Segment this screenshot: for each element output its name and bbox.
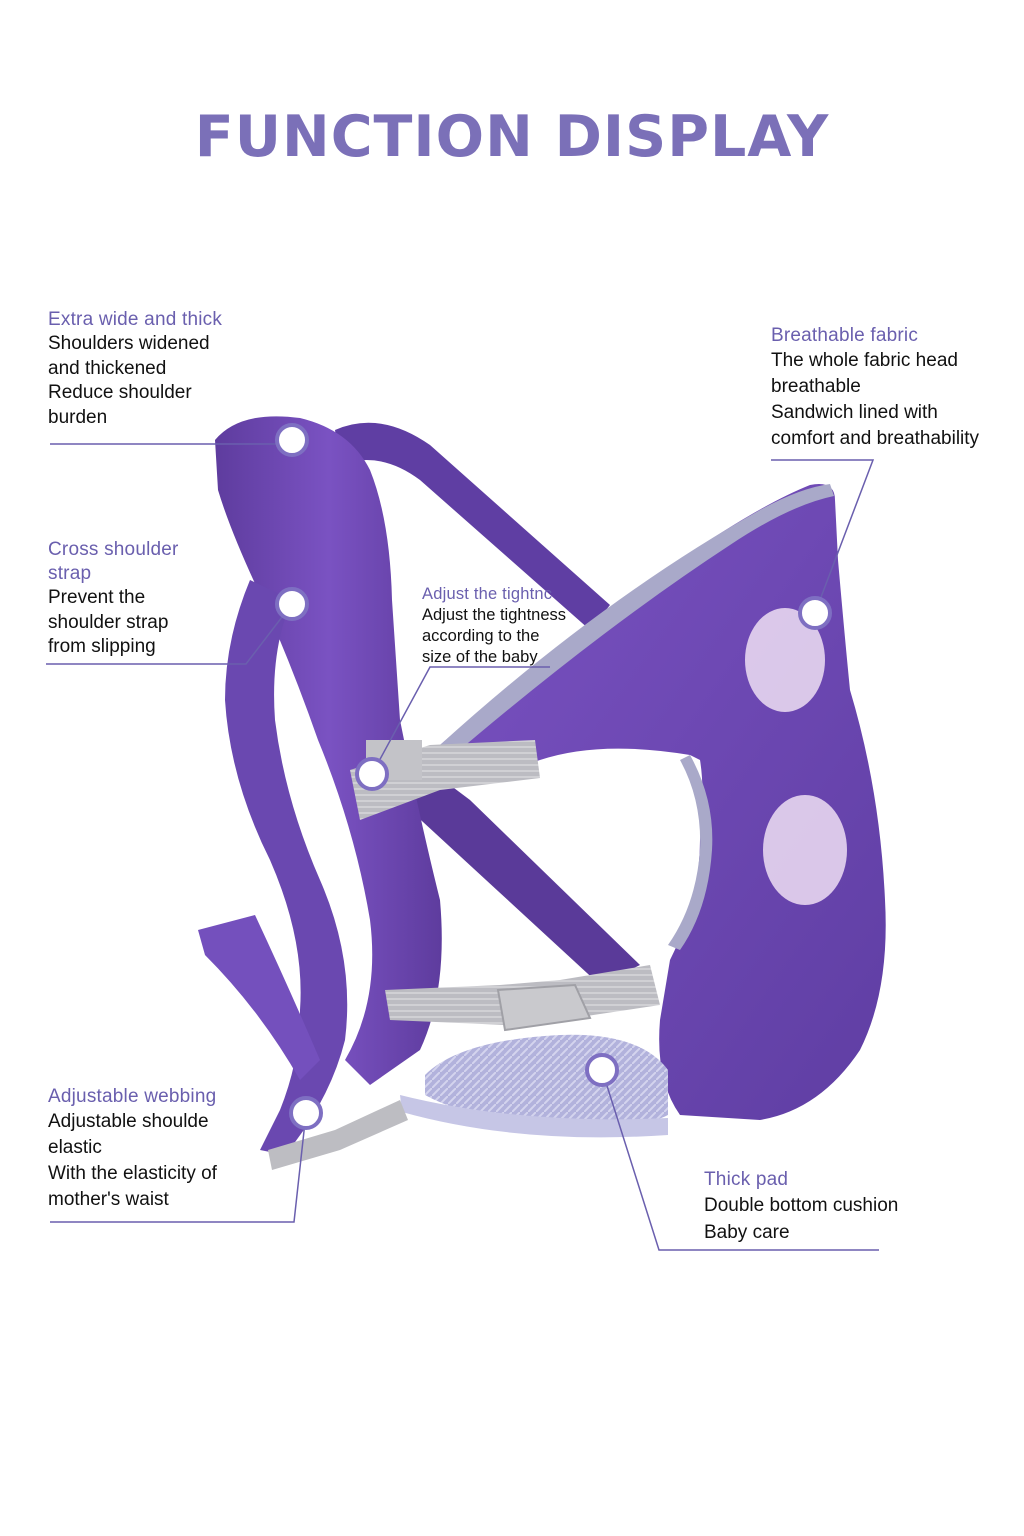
feature-wide-line: Shoulders widened (48, 333, 210, 354)
feature-breathable-line: Sandwich lined with (771, 402, 938, 423)
feature-wide-heading: Extra wide and thick (48, 309, 223, 330)
shoulder-strap (215, 416, 442, 1085)
feature-breathable-line: comfort and breathability (771, 428, 980, 449)
feature-webbing-line: With the elasticity of (48, 1163, 217, 1184)
feature-pad-line: Double bottom cushion (704, 1195, 899, 1216)
feature-adjust-line: according to the (422, 627, 540, 645)
feature-breathable: Breathable fabric The whole fabric head … (771, 324, 979, 452)
marker-dot-cross (275, 587, 309, 621)
feature-wide-line: and thickened (48, 357, 167, 379)
cross-strap (410, 770, 640, 985)
feature-adjust: Adjust the tightnc Adjust the tightness … (422, 584, 566, 668)
feature-cross-heading: Cross shoulder (48, 539, 179, 560)
back-strap (335, 422, 610, 630)
feature-cross: Cross shoulder strap Prevent the shoulde… (48, 538, 179, 660)
feature-cross-line: Prevent the (48, 587, 146, 608)
marker-dot-adjust (355, 757, 389, 791)
feature-wide-line: Reduce shoulder (48, 382, 192, 403)
marker-dot-wide (275, 423, 309, 457)
feature-webbing-line: Adjustable shoulde (48, 1111, 209, 1132)
feature-breathable-heading: Breathable fabric (771, 325, 919, 346)
feature-cross-line: from slipping (48, 636, 156, 657)
feature-cross-line: shoulder strap (48, 611, 169, 633)
breathable-puff-lower (763, 795, 847, 905)
leader-lines (46, 440, 879, 1251)
feature-adjust-heading: Adjust the tightnc (422, 585, 553, 603)
lower-left-strap (225, 580, 348, 1155)
marker-dot-breathable (798, 596, 832, 630)
leg-opening (668, 755, 713, 950)
feature-webbing-heading: Adjustable webbing (48, 1086, 217, 1107)
seat-pad-edge (400, 1095, 668, 1138)
marker-dot-webbing (289, 1096, 323, 1130)
feature-webbing-line: elastic (48, 1137, 102, 1158)
feature-pad-line: Baby care (704, 1222, 790, 1243)
feature-adjust-line: size of the baby (422, 648, 538, 666)
feature-breathable-line: The whole fabric head (771, 350, 958, 371)
lower-webbing (268, 1100, 408, 1170)
feature-pad-heading: Thick pad (704, 1169, 789, 1190)
feature-breathable-line: breathable (771, 376, 861, 397)
feature-wide-line: burden (48, 406, 108, 428)
feature-webbing-line: mother's waist (48, 1189, 169, 1210)
waist-buckle (496, 983, 592, 1032)
feature-cross-heading-cont: strap (48, 563, 92, 584)
feature-pad: Thick pad Double bottom cushion Baby car… (704, 1168, 898, 1246)
body-rim (440, 484, 834, 760)
loose-strap-end (198, 915, 320, 1080)
feature-webbing: Adjustable webbing Adjustable shoulde el… (48, 1085, 217, 1213)
feature-wide: Extra wide and thick Shoulders widened a… (48, 308, 222, 430)
page-title: FUNCTION DISPLAY (194, 104, 830, 170)
breathable-puff-upper (745, 608, 825, 712)
marker-dot-pad (585, 1053, 619, 1087)
marker-dots (275, 423, 832, 1130)
feature-adjust-line: Adjust the tightness (422, 606, 567, 624)
